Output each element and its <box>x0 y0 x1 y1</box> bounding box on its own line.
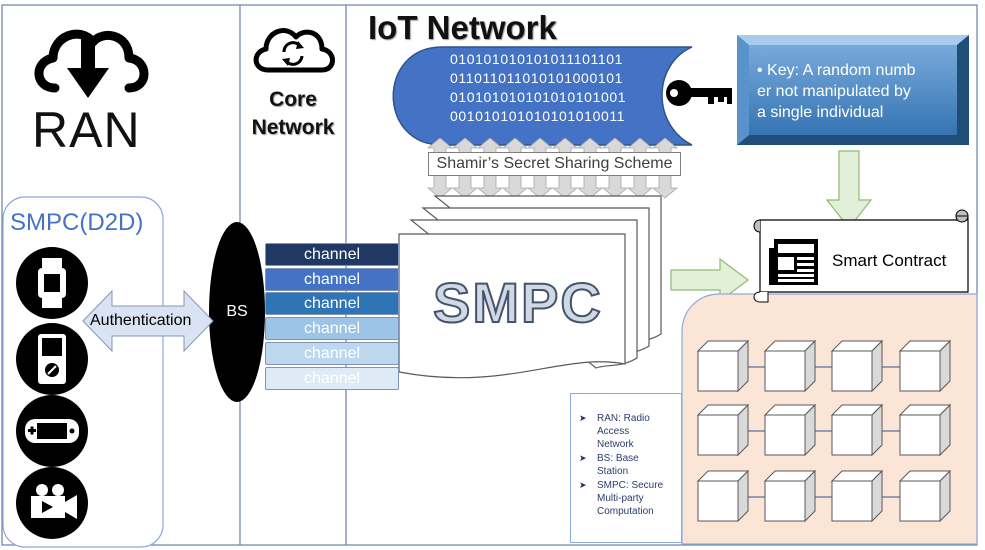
smpc-label: SMPC <box>432 271 603 335</box>
channel-2: channel <box>265 268 399 291</box>
media-player-icon <box>16 323 88 395</box>
binary-line-3: 010101010101010101001 <box>450 89 627 105</box>
binary-line-1: 010101010101011101101 <box>450 51 623 67</box>
legend-smpc-line2: Multi-party <box>597 493 644 504</box>
legend-ran-line3: Network <box>597 439 634 450</box>
authentication-arrow <box>82 290 214 352</box>
legend-bullet-icon: ➤ <box>579 453 587 463</box>
legend-ran-line1: RAN: Radio <box>597 413 650 424</box>
key-text-line3: a single individual <box>757 104 884 121</box>
cloud-sync-icon <box>253 28 335 73</box>
channel-3: channel <box>265 292 399 315</box>
legend-item-ran: ➤ RAN: Radio Access Network <box>579 412 677 451</box>
smpc-to-blockchain-arrow <box>670 258 749 302</box>
key-text-line1: • Key: A random numb <box>757 62 916 79</box>
key-icon <box>666 80 732 106</box>
ran-title: RAN <box>32 102 141 158</box>
game-controller-icon <box>16 395 88 467</box>
key-text-line2: er not manipulated by <box>757 83 911 100</box>
channel-4: channel <box>265 317 399 340</box>
bs-label: BS <box>226 303 248 320</box>
newspaper-icon <box>769 239 818 285</box>
legend-item-smpc: ➤ SMPC: Secure Multi-party Computation <box>579 479 677 518</box>
authentication-label: Authentication <box>90 312 192 329</box>
iot-network-title: IoT Network <box>368 9 557 46</box>
smpc-documents <box>398 195 662 379</box>
binary-line-4: 001010101010101010011 <box>450 108 626 124</box>
secret-sharing-label: Shamir’s Secret Sharing Scheme <box>428 152 681 176</box>
smartwatch-icon <box>16 247 88 319</box>
channel-5: channel <box>265 342 399 365</box>
key-box-text: • Key: A random numb er not manipulated … <box>757 60 916 123</box>
legend-bullet-icon: ➤ <box>579 413 587 423</box>
legend-ran-line2: Access <box>597 426 630 437</box>
legend-bs-line2: Station <box>597 466 629 477</box>
blockchain-cubes <box>697 340 951 522</box>
key-to-contract-arrow <box>826 150 872 229</box>
core-network-title: Core Network <box>243 86 343 142</box>
legend-bs-line1: BS: Base <box>597 453 639 464</box>
channel-1: channel <box>265 243 399 266</box>
legend-bullet-icon: ➤ <box>579 480 587 490</box>
legend-item-bs: ➤ BS: Base Station <box>579 452 677 478</box>
video-camera-icon <box>16 467 88 539</box>
abbreviation-legend: ➤ RAN: Radio Access Network ➤ BS: Base S… <box>570 393 682 543</box>
channel-6: channel <box>265 367 399 390</box>
cloud-download-icon <box>34 29 149 98</box>
smpc-d2d-title: SMPC(D2D) <box>10 209 144 236</box>
core-title-line2: Network <box>251 116 335 139</box>
binary-text: 010101010101011101101 011011011010101000… <box>450 50 626 126</box>
legend-smpc-line1: SMPC: Secure <box>597 480 664 491</box>
smart-contract-label: Smart Contract <box>832 251 947 270</box>
binary-line-2: 011011011010101000101 <box>450 70 623 86</box>
legend-smpc-line3: Computation <box>597 506 654 517</box>
base-station-shape <box>209 222 265 402</box>
core-title-line1: Core <box>269 88 317 111</box>
key-box-shape <box>737 35 969 145</box>
